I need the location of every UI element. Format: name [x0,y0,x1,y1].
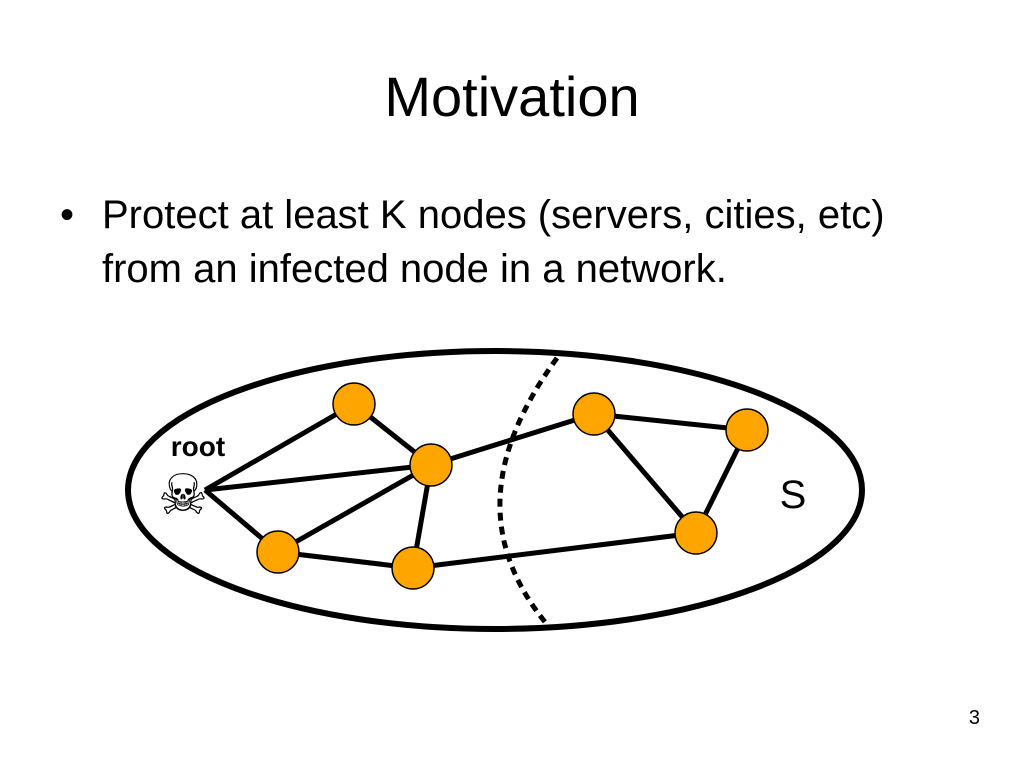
bullet-text: Protect at least K nodes (servers, citie… [102,193,885,291]
edge-n5-n6 [593,411,748,433]
edge-n4-n7 [412,530,697,571]
bullet-marker: • [60,193,75,237]
slide-number: 3 [968,707,980,729]
node-n6 [725,408,769,452]
edge-n2-n3 [276,462,433,555]
edge-root-n1 [203,401,356,493]
skull-and-crossbones-icon: ☠ [158,463,208,528]
cut-line [497,356,560,630]
edge-root-n2 [204,462,432,493]
slide-title: Motivation [384,65,640,128]
edge-n5-n7 [592,412,698,535]
node-n3 [256,530,300,574]
edge-n3-n4 [277,549,414,571]
node-n7 [674,511,718,555]
edge-n2-n5 [430,411,595,468]
nodes [256,382,769,590]
node-n4 [391,546,435,590]
network-boundary [125,348,865,632]
root-label: root [171,431,225,462]
node-n2 [409,443,453,487]
set-label: S [780,473,807,517]
node-n5 [572,392,616,436]
node-n1 [332,382,376,426]
